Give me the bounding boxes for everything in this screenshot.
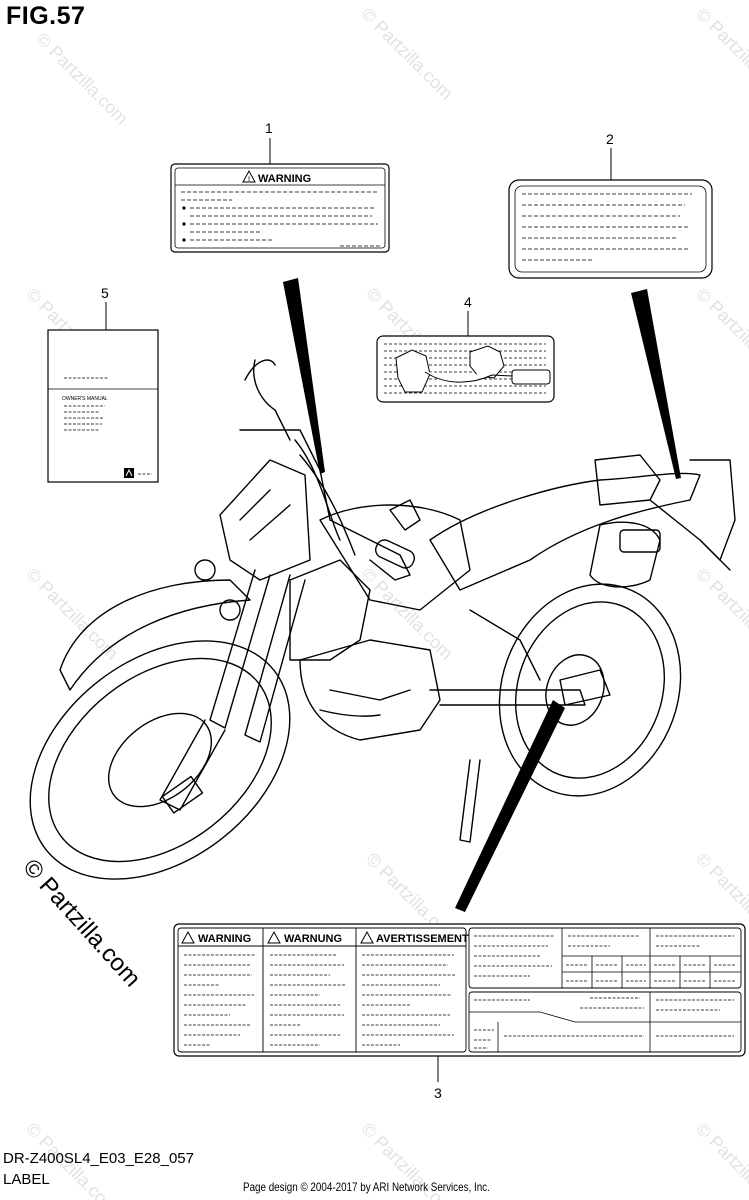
figure-title: FIG.57 xyxy=(6,2,86,30)
model-code: DR-Z400SL4_E03_E28_057 xyxy=(3,1150,194,1167)
owners-manual: OWNER'S MANUAL xyxy=(47,329,159,483)
watermark: © Partzilla.com xyxy=(22,564,122,664)
label-3-heading-fr: AVERTISSEMENT xyxy=(376,933,469,945)
callout-3: 3 xyxy=(434,1085,442,1101)
label-1-heading: WARNING xyxy=(258,173,311,185)
watermark: © Partzilla.com xyxy=(357,4,457,104)
watermark: © Partzilla.com xyxy=(357,564,457,664)
page-credit: Page design © 2004-2017 by ARI Network S… xyxy=(243,1180,490,1194)
watermark: © Partzilla.com xyxy=(692,4,749,104)
manual-title: OWNER'S MANUAL xyxy=(62,396,108,402)
watermark: © Partzilla.com xyxy=(32,29,132,129)
label-3-heading-en: WARNING xyxy=(198,933,251,945)
callout-2: 2 xyxy=(606,131,614,147)
label-3-heading-de: WARNUNG xyxy=(284,933,342,945)
watermark: © Partzilla.com xyxy=(692,1119,749,1200)
leader-wedges xyxy=(283,278,681,912)
section-name: LABEL xyxy=(3,1171,50,1188)
callout-1: 1 xyxy=(265,120,273,136)
watermark: © Partzilla.com xyxy=(692,284,749,384)
label-2 xyxy=(508,179,713,279)
label-3-combined: WARNING WARNUNG AVERTISSEMENT xyxy=(173,923,746,1057)
callout-5: 5 xyxy=(101,285,109,301)
leader-lines xyxy=(105,138,612,1082)
callout-4: 4 xyxy=(464,294,472,310)
watermark: © Partzilla.com xyxy=(692,564,749,664)
label-4 xyxy=(376,335,555,403)
label-1-warning: ! WARNING xyxy=(170,163,390,253)
svg-text:!: ! xyxy=(248,177,250,183)
motorcycle-outline xyxy=(29,359,736,880)
